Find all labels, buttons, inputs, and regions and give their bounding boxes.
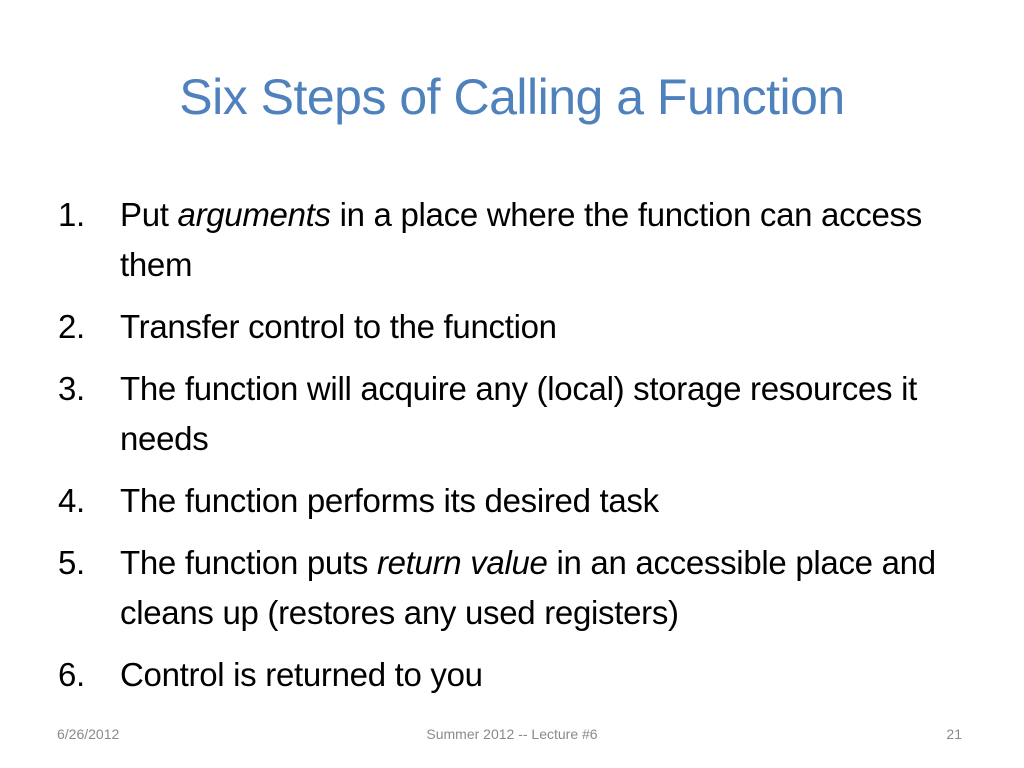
list-item: 4. The function performs its desired tas… bbox=[58, 476, 978, 526]
step-text-emphasis: arguments bbox=[177, 196, 332, 233]
slide-title: Six Steps of Calling a Function bbox=[179, 69, 845, 125]
footer-lecture: Summer 2012 -- Lecture #6 bbox=[426, 726, 598, 742]
step-text-after: in a place where the function can access… bbox=[120, 196, 922, 283]
step-text: Control is returned to you bbox=[120, 656, 483, 693]
footer-date: 6/26/2012 bbox=[57, 726, 120, 742]
footer-page-number: 21 bbox=[946, 726, 962, 742]
step-text-before: The function will acquire any (local) st… bbox=[120, 370, 917, 457]
list-item: 5. The function puts return value in an … bbox=[58, 538, 978, 638]
step-text: Put arguments in a place where the funct… bbox=[120, 196, 922, 283]
step-text-before: Control is returned to you bbox=[120, 656, 483, 693]
step-text-before: The function performs its desired task bbox=[120, 482, 659, 519]
step-number: 6. bbox=[58, 656, 85, 693]
step-number: 4. bbox=[58, 482, 85, 519]
list-item: 1. Put arguments in a place where the fu… bbox=[58, 190, 978, 290]
step-text: The function performs its desired task bbox=[120, 482, 659, 519]
list-item: 2. Transfer control to the function bbox=[58, 302, 978, 352]
step-text-before: Put bbox=[120, 196, 178, 233]
step-number: 5. bbox=[58, 544, 85, 581]
list-item: 3. The function will acquire any (local)… bbox=[58, 364, 978, 464]
step-number: 2. bbox=[58, 308, 85, 345]
step-number: 1. bbox=[58, 196, 85, 233]
step-text: The function puts return value in an acc… bbox=[120, 544, 936, 631]
steps-list: 1. Put arguments in a place where the fu… bbox=[58, 190, 978, 712]
step-text-before: Transfer control to the function bbox=[120, 308, 557, 345]
step-text-emphasis: return value bbox=[376, 544, 548, 581]
list-item: 6. Control is returned to you bbox=[58, 650, 978, 700]
step-text: The function will acquire any (local) st… bbox=[120, 370, 917, 457]
step-number: 3. bbox=[58, 370, 85, 407]
step-text-before: The function puts bbox=[120, 544, 377, 581]
step-text: Transfer control to the function bbox=[120, 308, 557, 345]
step-text-after: in an accessible place and cleans up (re… bbox=[120, 544, 936, 631]
